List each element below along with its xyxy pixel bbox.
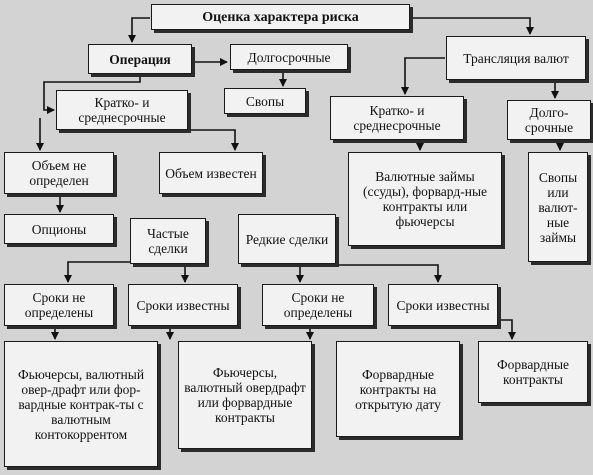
- node-currency-translation: Трансляция валют: [446, 36, 586, 80]
- node-futures-overdraft-contocorrent: Фьючерсы, валютный овер-драфт или фор-ва…: [4, 341, 158, 467]
- node-terms-undefined-1: Сроки не определены: [4, 284, 114, 326]
- node-swaps: Свопы: [224, 88, 306, 114]
- node-options: Опционы: [4, 214, 114, 244]
- node-volume-undefined: Объем не определен: [4, 152, 114, 194]
- node-swaps-or-loans: Свопы или валют-ные займы: [528, 152, 588, 262]
- node-currency-loans: Валютные займы (ссуды), форвард-ные конт…: [348, 152, 502, 246]
- node-futures-overdraft-forward: Фьючерсы, валютный овердрафт или форвард…: [178, 341, 312, 449]
- node-risk-assessment: Оценка характера риска: [151, 4, 410, 30]
- node-short-medium-left: Кратко- и среднесрочные: [56, 90, 188, 130]
- arrow-root-operation: [128, 17, 150, 43]
- node-volume-known: Объем известен: [159, 152, 263, 194]
- node-operation: Операция: [88, 44, 192, 74]
- node-terms-undefined-2: Сроки не определены: [262, 284, 374, 326]
- arrow-frequent-terms-undefined: [64, 261, 150, 283]
- node-short-medium-right: Кратко- и среднесрочные: [330, 96, 464, 140]
- arrow-terms-known2-forward: [500, 319, 516, 340]
- arrow-shortmedium-volume-known: [185, 129, 239, 151]
- node-rare-deals: Редкие сделки: [238, 214, 336, 264]
- arrow-operation-shortmedium: [43, 75, 141, 114]
- arrow-root-translation: [412, 17, 534, 35]
- node-terms-known-2: Сроки известны: [388, 284, 498, 326]
- node-terms-known-1: Сроки известны: [128, 284, 238, 326]
- node-forward-contracts: Форвардные контракты: [478, 341, 588, 403]
- arrow-rare-terms-known: [335, 264, 442, 283]
- node-long-term: Долгосрочные: [230, 44, 348, 70]
- node-frequent-deals: Частые сделки: [130, 218, 206, 264]
- node-long-term-right: Долго-срочные: [507, 100, 591, 140]
- arrow-translation-shortmedium: [401, 57, 445, 95]
- node-forward-open-date: Форвардные контракты на открытую дату: [336, 341, 460, 437]
